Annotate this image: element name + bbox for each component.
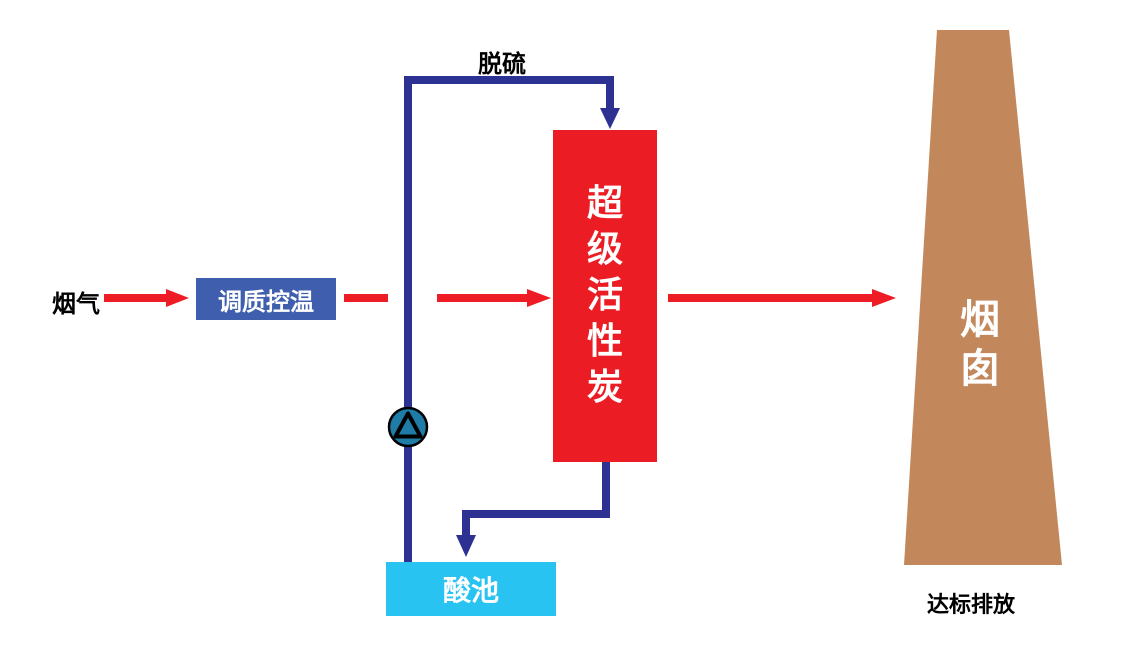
carbon-to-acid-pool-pipe (456, 462, 610, 557)
flue-gas-label: 烟气 (52, 290, 100, 318)
pump-icon (387, 406, 429, 448)
acid-pool-label: 酸池 (442, 574, 499, 607)
arrow-carbon-to-chimney (668, 289, 896, 307)
arrow-into-carbon (437, 289, 551, 307)
desulfurization-pipe (404, 76, 620, 562)
arrow-fluegas-to-conditioning (104, 289, 189, 307)
conditioning-box: 调质控温 (196, 278, 336, 320)
acid-pool-box: 酸池 (386, 562, 556, 616)
conditioning-label: 调质控温 (218, 287, 314, 316)
emission-standard-label: 达标排放 (927, 593, 1016, 618)
activated-carbon-label: 超级活性炭 (586, 182, 623, 409)
chimney-label-wrap: 烟囱 (957, 296, 1003, 394)
chimney-label: 烟囱 (960, 297, 1000, 392)
activated-carbon-box: 超级活性炭 (553, 130, 657, 462)
chimney-shape (904, 30, 1062, 565)
desulfurization-label: 脱硫 (478, 50, 526, 78)
